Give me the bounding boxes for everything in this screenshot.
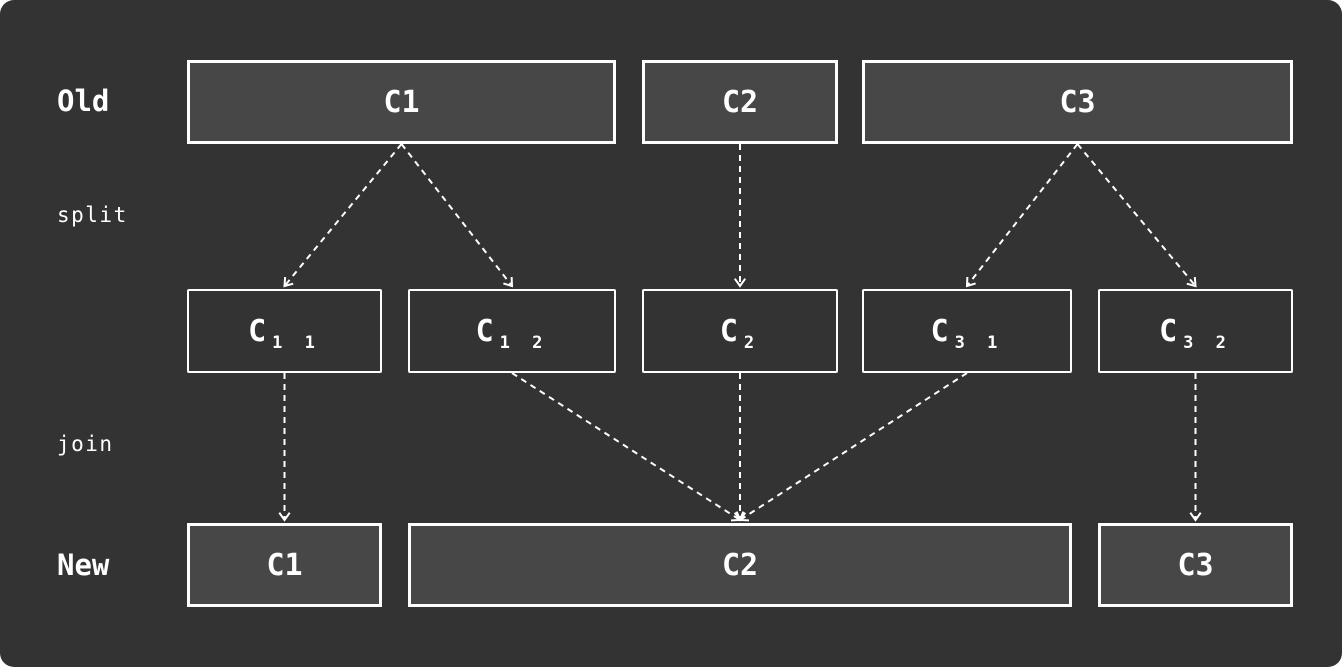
split-arrow-old-c2-to-mid-c2 bbox=[733, 144, 747, 288]
join-arrow-mid-c11-to-new-c1 bbox=[278, 373, 291, 522]
old-chunk-c2: C2 bbox=[642, 60, 838, 144]
row-label-split: split bbox=[57, 203, 128, 227]
join-arrow-mid-c2-to-new-c2 bbox=[733, 373, 747, 522]
new-chunk-c3-label: C3 bbox=[1177, 547, 1214, 583]
old-chunk-c2-label: C2 bbox=[721, 84, 759, 120]
new-chunk-c1-label: C1 bbox=[266, 547, 303, 583]
join-arrow-mid-c32-to-new-c3 bbox=[1189, 373, 1202, 522]
join-arrow-mid-c12-to-new-c2 bbox=[511, 372, 742, 522]
split-arrow-old-c1-to-mid-c12 bbox=[400, 143, 514, 288]
split-chunk-c12-subscript: 1 2 bbox=[499, 332, 549, 353]
join-arrow-mid-c31-to-new-c2 bbox=[738, 372, 968, 522]
old-chunk-c3: C3 bbox=[862, 60, 1293, 144]
old-chunk-c1-label: C1 bbox=[383, 84, 420, 120]
split-chunk-c31-base: C bbox=[930, 313, 949, 349]
split-chunk-c31-subscript: 3 1 bbox=[954, 332, 1004, 353]
split-arrow-old-c3-to-mid-c32 bbox=[1076, 143, 1197, 288]
new-chunk-c1: C1 bbox=[187, 523, 382, 607]
split-arrow-old-c3-to-mid-c31 bbox=[965, 143, 1079, 288]
split-chunk-c32-subscript: 3 2 bbox=[1183, 332, 1232, 353]
split-chunk-c2-base: C bbox=[719, 313, 738, 349]
row-label-new: New bbox=[57, 548, 110, 582]
split-chunk-c2-subscript: 2 bbox=[743, 332, 761, 353]
split-chunk-c11-base: C bbox=[248, 313, 267, 349]
old-chunk-c1: C1 bbox=[187, 60, 616, 144]
row-label-join: join bbox=[57, 432, 114, 456]
new-chunk-c3: C3 bbox=[1098, 523, 1293, 607]
old-chunk-c3-label: C3 bbox=[1059, 84, 1096, 120]
split-chunk-c32-base: C bbox=[1159, 313, 1178, 349]
new-chunk-c2-label: C2 bbox=[721, 547, 759, 583]
row-label-old: Old bbox=[57, 84, 110, 118]
new-chunk-c2: C2 bbox=[408, 523, 1072, 607]
split-arrow-old-c1-to-mid-c11 bbox=[283, 143, 403, 288]
split-chunk-c11-subscript: 1 1 bbox=[272, 332, 321, 353]
split-chunk-c12-base: C bbox=[475, 313, 494, 349]
